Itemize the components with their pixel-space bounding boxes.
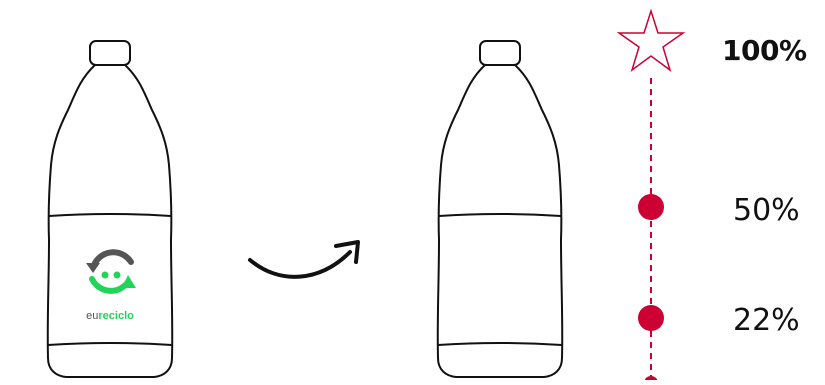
bottle-cap xyxy=(90,41,130,65)
curved-arrow-icon xyxy=(250,242,358,277)
brand-bold: reciclo xyxy=(98,310,134,322)
brand-wordmark: eureciclo xyxy=(86,310,134,322)
brand-light: eu xyxy=(86,310,98,322)
bottle-icon xyxy=(438,41,563,377)
timeline-dot-partial xyxy=(644,376,658,380)
reduction-timeline xyxy=(619,11,683,380)
timeline-dot-50 xyxy=(638,194,664,220)
bottle-with-label-icon: eureciclo xyxy=(48,41,173,377)
bottle-cap xyxy=(480,41,520,65)
level-label-100: 100% xyxy=(722,34,807,67)
level-label-50: 50% xyxy=(733,193,800,228)
star-icon xyxy=(619,11,683,70)
timeline-dot-22 xyxy=(638,305,664,331)
level-label-22: 22% xyxy=(733,303,800,338)
